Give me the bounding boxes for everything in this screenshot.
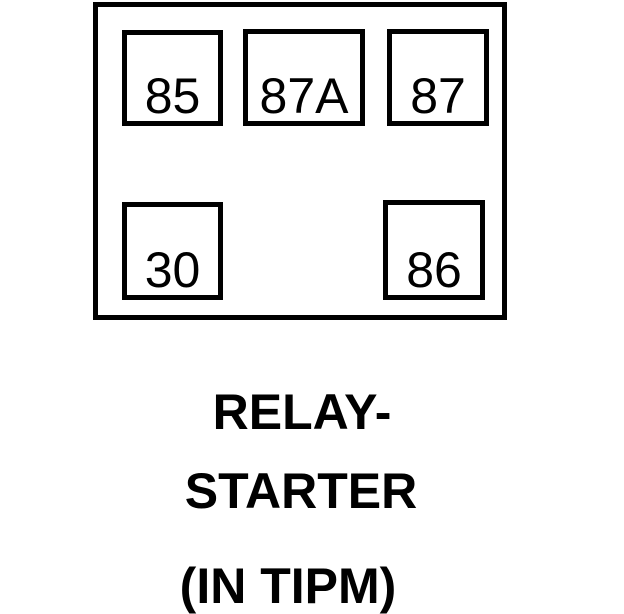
caption-line-relay: RELAY- (212, 384, 392, 440)
pin-87a: 87A (243, 29, 365, 126)
pin-30-label: 30 (144, 242, 201, 298)
pin-87: 87 (387, 29, 489, 126)
pin-30: 30 (122, 202, 223, 300)
pin-86-label: 86 (406, 242, 462, 298)
pin-85-label: 85 (144, 68, 201, 124)
caption-line-in-tipm: (IN TIPM) (179, 558, 397, 614)
pin-86: 86 (383, 200, 485, 300)
relay-body-outline: 85 87A 87 30 86 (93, 2, 507, 320)
relay-diagram: 85 87A 87 30 86 RELAY- STARTER (IN TIPM) (93, 2, 507, 611)
pin-85: 85 (122, 30, 223, 126)
caption-line-starter: STARTER (184, 463, 418, 519)
pin-87-label: 87 (410, 68, 466, 124)
pin-87a-label: 87A (259, 68, 349, 124)
